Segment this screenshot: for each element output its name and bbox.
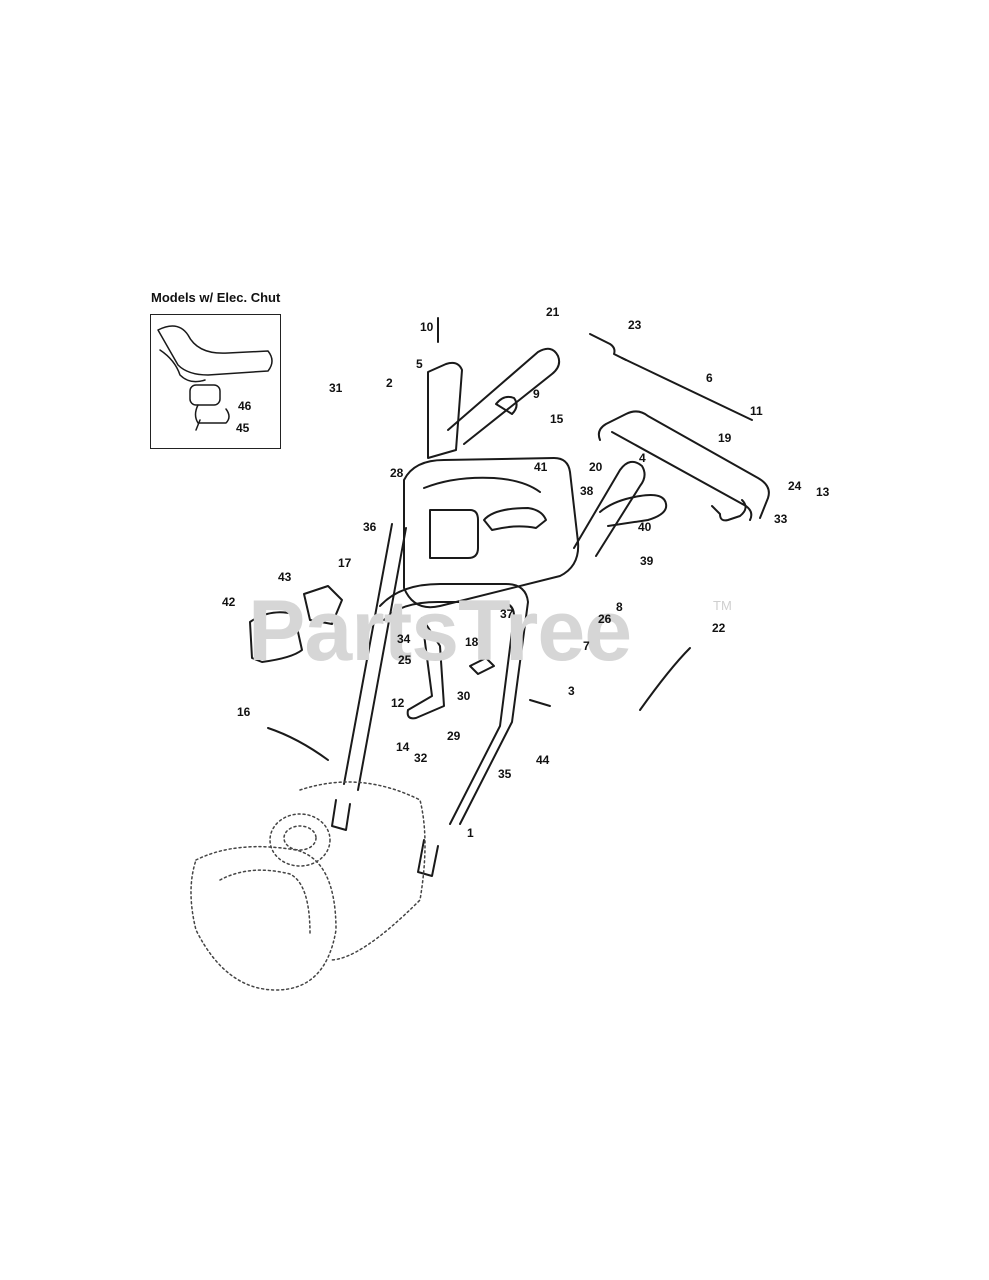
inset-sketch bbox=[157, 325, 273, 431]
callout-25: 25 bbox=[398, 653, 412, 667]
inset-callout-45: 45 bbox=[236, 421, 250, 435]
callout-1: 1 bbox=[467, 826, 474, 840]
callout-41: 41 bbox=[534, 460, 548, 474]
callout-40: 40 bbox=[638, 520, 652, 534]
callout-18: 18 bbox=[465, 635, 479, 649]
bracket-18 bbox=[469, 657, 495, 675]
callout-31: 31 bbox=[329, 381, 343, 395]
callout-36: 36 bbox=[363, 520, 377, 534]
right-handle-grip bbox=[447, 347, 561, 445]
plate-34 bbox=[406, 617, 445, 720]
callout-38: 38 bbox=[580, 484, 594, 498]
panel-43 bbox=[303, 585, 343, 625]
callout-20: 20 bbox=[589, 460, 603, 474]
callout-9: 9 bbox=[533, 387, 540, 401]
callout-17: 17 bbox=[338, 556, 352, 570]
callout-32: 32 bbox=[414, 751, 428, 765]
callout-33: 33 bbox=[774, 512, 788, 526]
cable-fitting-23 bbox=[589, 333, 627, 361]
inset-frame bbox=[150, 314, 281, 449]
watermark-tm: TM bbox=[713, 598, 732, 613]
watermark: PartsTree bbox=[248, 583, 632, 679]
callout-6: 6 bbox=[706, 371, 713, 385]
cable-6 bbox=[621, 357, 753, 421]
callout-23: 23 bbox=[628, 318, 642, 332]
callout-8: 8 bbox=[616, 600, 623, 614]
callout-35: 35 bbox=[498, 767, 512, 781]
callout-11: 11 bbox=[750, 404, 763, 418]
callout-7: 7 bbox=[583, 639, 590, 653]
callout-16: 16 bbox=[237, 705, 251, 719]
callout-14: 14 bbox=[396, 740, 410, 754]
callout-10: 10 bbox=[420, 320, 434, 334]
callout-29: 29 bbox=[447, 729, 461, 743]
left-handle-upper bbox=[427, 317, 463, 459]
callout-22: 22 bbox=[712, 621, 726, 635]
callout-39: 39 bbox=[640, 554, 654, 568]
cable-22 bbox=[639, 647, 691, 711]
callout-15: 15 bbox=[550, 412, 564, 426]
inset-callout-46: 46 bbox=[238, 399, 252, 413]
handle-frame bbox=[331, 523, 529, 877]
callout-5: 5 bbox=[416, 357, 423, 371]
callout-2: 2 bbox=[386, 376, 393, 390]
callout-13: 13 bbox=[816, 485, 830, 499]
panel-42 bbox=[249, 611, 303, 663]
callout-19: 19 bbox=[718, 431, 732, 445]
cable-16 bbox=[267, 727, 329, 761]
auger-housing bbox=[190, 781, 426, 991]
right-handle-upper bbox=[573, 460, 668, 557]
callout-21: 21 bbox=[546, 305, 560, 319]
callout-4: 4 bbox=[639, 451, 646, 465]
callout-34: 34 bbox=[397, 632, 411, 646]
callout-28: 28 bbox=[390, 466, 404, 480]
inset-title: Models w/ Elec. Chut bbox=[151, 290, 281, 305]
callout-37: 37 bbox=[500, 607, 514, 621]
bail-bar bbox=[597, 410, 770, 522]
callout-30: 30 bbox=[457, 689, 471, 703]
callout-26: 26 bbox=[598, 612, 612, 626]
callout-44: 44 bbox=[536, 753, 550, 767]
callout-12: 12 bbox=[391, 696, 405, 710]
callout-42: 42 bbox=[222, 595, 236, 609]
callout-3: 3 bbox=[568, 684, 575, 698]
callout-24: 24 bbox=[788, 479, 802, 493]
bolt-3 bbox=[529, 699, 551, 707]
callout-43: 43 bbox=[278, 570, 292, 584]
